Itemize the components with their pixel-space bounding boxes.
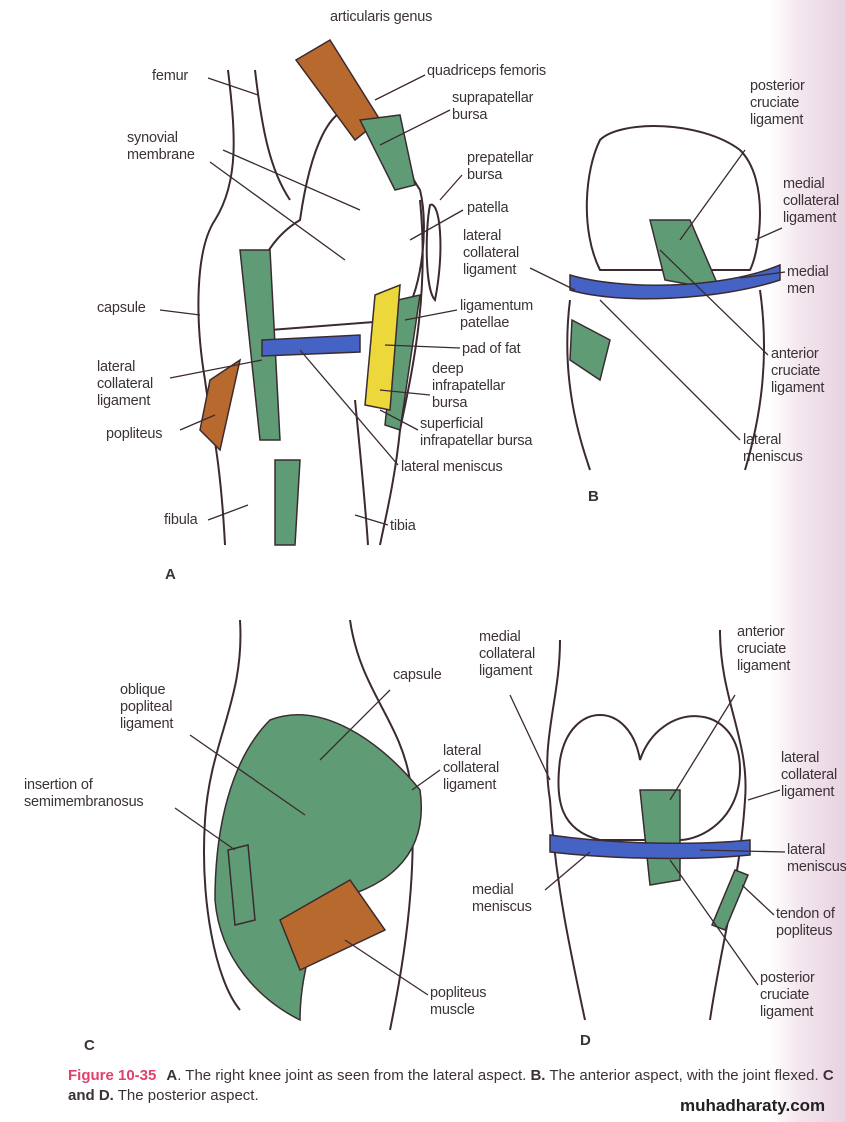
caption-cd-text: The posterior aspect. [113,1087,259,1104]
popliteus-muscle [279,879,387,972]
label-synovial-membrane: synovial membrane [127,130,195,163]
figure-caption: Figure 10-35 A. The right knee joint as s… [68,1066,838,1106]
label-oblique-popliteal-ligament: oblique popliteal ligament [120,682,174,732]
condyles-d [557,714,742,841]
caption-a-text: . The right knee joint as seen from the … [177,1067,531,1084]
label-medial-meniscus-d: medial meniscus [472,882,532,915]
watermark: muhadharaty.com [680,1096,826,1115]
lateral-meniscus-a [261,334,361,357]
panel-tag-c: C [84,1037,95,1054]
label-ligamentum-patellae: ligamentum patellae [460,298,533,331]
label-insertion-of-semimembranosus: insertion of semimembranosus [24,777,144,810]
caption-cd-tag: C and D. [68,1067,834,1104]
label-tibia: tibia [390,518,416,534]
label-lateral-meniscus-b: lateral meniscus [743,432,803,465]
fibular-ligament [274,459,301,546]
leader-lines [159,74,786,996]
patella-outline [425,203,442,303]
label-superficial-infrapatellar-bursa: superficial infrapatellar bursa [420,416,533,449]
femur-b-outline [585,125,761,271]
label-posterior-cruciate-ligament-b: posterior cruciate ligament [750,78,805,128]
label-anterior-cruciate-ligament-b: anterior cruciate ligament [771,346,825,396]
label-medial-collateral-ligament-b: medial collateral ligament [783,176,840,226]
panel-tag-d: D [580,1032,591,1049]
label-capsule-c: capsule [393,667,442,683]
label-popliteus-muscle: popliteus muscle [430,985,487,1018]
cruciates-d [639,789,681,886]
oblique-popliteal-ligament [214,714,422,1022]
label-lateral-collateral-ligament-d: lateral collateral ligament [781,750,838,800]
label-pad-of-fat: pad of fat [462,341,521,357]
popliteus-tendon-d [711,869,749,931]
panel-tag-b: B [588,488,599,505]
caption-b-tag: B. [530,1067,546,1084]
caption-a-tag: A [166,1067,178,1084]
lcl-b [569,318,611,382]
cruciate-b [649,219,722,291]
label-medial-collateral-ligament-d: medial collateral ligament [479,629,536,679]
label-lateral-meniscus-d: lateral meniscus [787,842,846,875]
label-medial-meniscus-b: medial men [787,264,829,297]
semimembranosus-tendon [227,844,256,926]
label-deep-infrapatellar-bursa: deep infrapatellar bursa [432,361,506,411]
label-lateral-meniscus-a: lateral meniscus [401,459,503,475]
label-patella: patella [467,200,509,216]
label-capsule-a: capsule [97,300,146,316]
label-tendon-of-popliteus: tendon of popliteus [776,906,835,939]
label-anterior-cruciate-ligament-d: anterior cruciate ligament [737,624,791,674]
pad-of-fat [364,283,401,411]
panel-tag-a: A [165,566,176,583]
label-suprapatellar-bursa: suprapatellar bursa [452,90,534,123]
caption-b-text: The anterior aspect, with the joint flex… [545,1067,823,1084]
lateral-collateral-ligament-a [239,249,281,441]
label-lateral-collateral-ligament-a-right: lateral collateral ligament [463,228,520,278]
label-lateral-collateral-ligament-c: lateral collateral ligament [443,743,500,793]
popliteus-a [199,358,242,452]
menisci-d [549,834,751,860]
label-popliteus: popliteus [106,426,163,442]
label-articularis-genus: articularis genus [330,9,433,25]
figure-number: Figure 10-35 [68,1067,157,1084]
label-lateral-collateral-ligament-a-left: lateral collateral ligament [97,359,154,409]
label-posterior-cruciate-ligament-d: posterior cruciate ligament [760,970,815,1020]
label-quadriceps-femoris: quadriceps femoris [427,63,546,79]
label-prepatellar-bursa: prepatellar bursa [467,150,534,183]
label-femur: femur [152,68,189,84]
menisci-b [569,263,781,300]
femur-outline [197,69,235,381]
label-fibula: fibula [164,512,198,528]
